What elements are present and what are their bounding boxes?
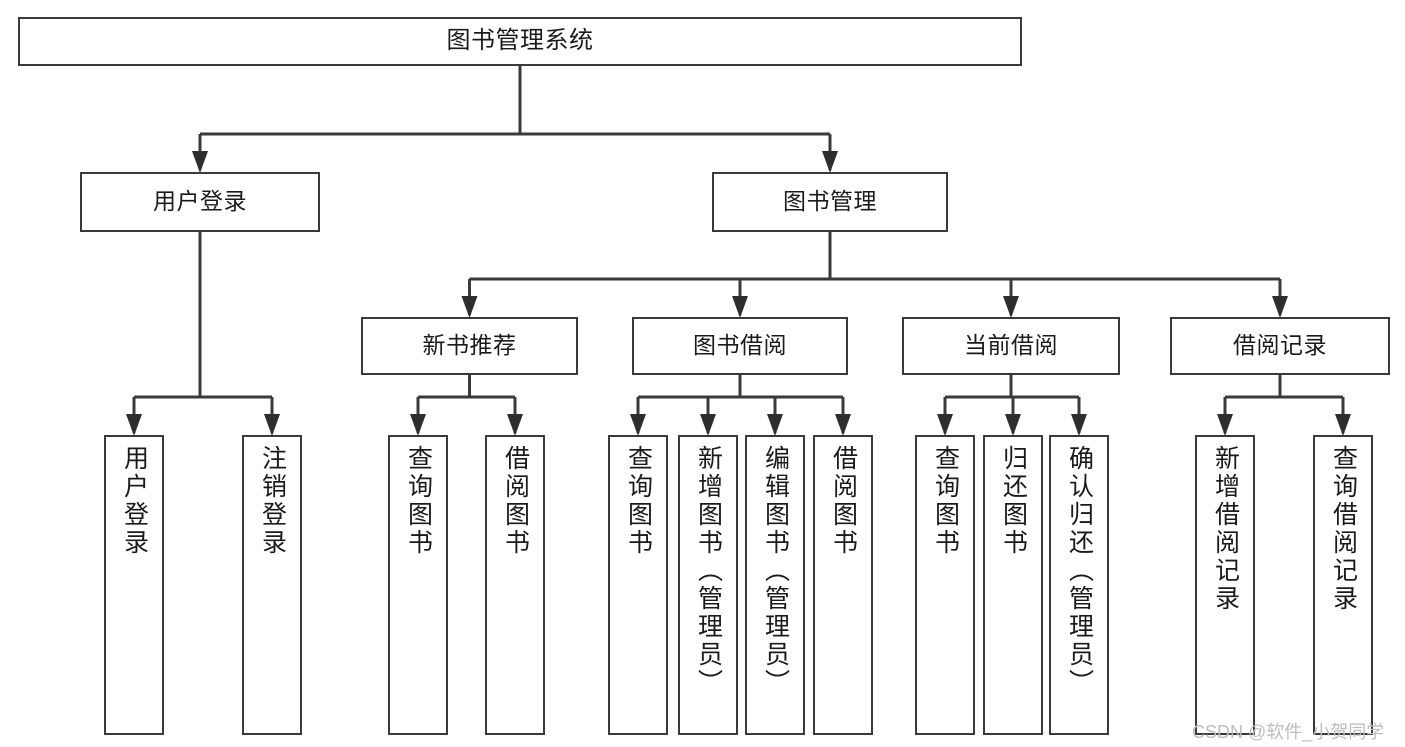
node-leaf-user-logout[interactable]: 注销登录 xyxy=(242,435,302,735)
node-leaf-borrow-book-2[interactable]: 借阅图书 xyxy=(813,435,873,735)
arrowhead-icon xyxy=(937,414,953,436)
node-label: 新增图书（管理员） xyxy=(694,445,723,697)
node-leaf-query-book-2[interactable]: 查询图书 xyxy=(608,435,668,735)
node-leaf-query-record[interactable]: 查询借阅记录 xyxy=(1313,435,1373,735)
node-leaf-query-book-1[interactable]: 查询图书 xyxy=(388,435,448,735)
node-label: 查询图书 xyxy=(624,445,653,557)
node-borrow-record[interactable]: 借阅记录 xyxy=(1170,317,1390,375)
arrowhead-icon xyxy=(630,414,646,436)
node-leaf-return-book[interactable]: 归还图书 xyxy=(983,435,1043,735)
node-user-login[interactable]: 用户登录 xyxy=(80,172,320,232)
arrowhead-icon xyxy=(507,414,523,436)
arrowhead-icon xyxy=(1071,414,1087,436)
node-label: 查询图书 xyxy=(404,445,433,557)
node-label: 新增借阅记录 xyxy=(1211,445,1240,613)
node-root[interactable]: 图书管理系统 xyxy=(18,17,1022,66)
arrowhead-icon xyxy=(1003,296,1019,318)
arrowhead-icon xyxy=(835,414,851,436)
node-label: 借阅图书 xyxy=(829,445,858,557)
arrowhead-icon xyxy=(1272,296,1288,318)
node-label: 借阅记录 xyxy=(1233,332,1327,359)
node-leaf-query-book-3[interactable]: 查询图书 xyxy=(915,435,975,735)
node-label: 图书管理系统 xyxy=(446,27,594,55)
node-label: 用户登录 xyxy=(153,188,247,215)
node-label: 编辑图书（管理员） xyxy=(761,445,790,697)
node-label: 新书推荐 xyxy=(422,332,517,359)
arrowhead-icon xyxy=(264,414,280,436)
arrowhead-icon xyxy=(1217,414,1233,436)
node-label: 图书管理 xyxy=(783,188,877,215)
arrowhead-icon xyxy=(126,414,142,436)
node-leaf-borrow-book-1[interactable]: 借阅图书 xyxy=(485,435,545,735)
node-book-manage[interactable]: 图书管理 xyxy=(712,172,948,232)
node-label: 确认归还（管理员） xyxy=(1065,445,1094,697)
node-leaf-confirm-return[interactable]: 确认归还（管理员） xyxy=(1049,435,1109,735)
arrowhead-icon xyxy=(1335,414,1351,436)
node-label: 用户登录 xyxy=(120,445,149,557)
arrowhead-icon xyxy=(1005,414,1021,436)
arrowhead-icon xyxy=(767,414,783,436)
arrowhead-icon xyxy=(732,296,748,318)
node-label: 归还图书 xyxy=(999,445,1028,557)
node-label: 查询借阅记录 xyxy=(1329,445,1358,613)
watermark: CSDN @软件_小贺同学 xyxy=(1192,722,1385,742)
node-label: 当前借阅 xyxy=(964,332,1058,359)
arrowhead-icon xyxy=(192,151,208,173)
node-current-borrow[interactable]: 当前借阅 xyxy=(902,317,1120,375)
arrowhead-icon xyxy=(822,151,838,173)
node-leaf-edit-book[interactable]: 编辑图书（管理员） xyxy=(745,435,805,735)
node-book-borrow[interactable]: 图书借阅 xyxy=(632,317,848,375)
node-leaf-add-record[interactable]: 新增借阅记录 xyxy=(1195,435,1255,735)
arrowhead-icon xyxy=(461,296,478,318)
arrowhead-icon xyxy=(700,414,716,436)
node-leaf-add-book[interactable]: 新增图书（管理员） xyxy=(678,435,738,735)
node-label: 注销登录 xyxy=(258,445,287,557)
arrowhead-icon xyxy=(410,414,426,436)
node-label: 查询图书 xyxy=(931,445,960,557)
node-new-book-rec[interactable]: 新书推荐 xyxy=(361,317,578,375)
node-label: 图书借阅 xyxy=(693,332,787,359)
node-label: 借阅图书 xyxy=(501,445,530,557)
node-leaf-user-login[interactable]: 用户登录 xyxy=(104,435,164,735)
